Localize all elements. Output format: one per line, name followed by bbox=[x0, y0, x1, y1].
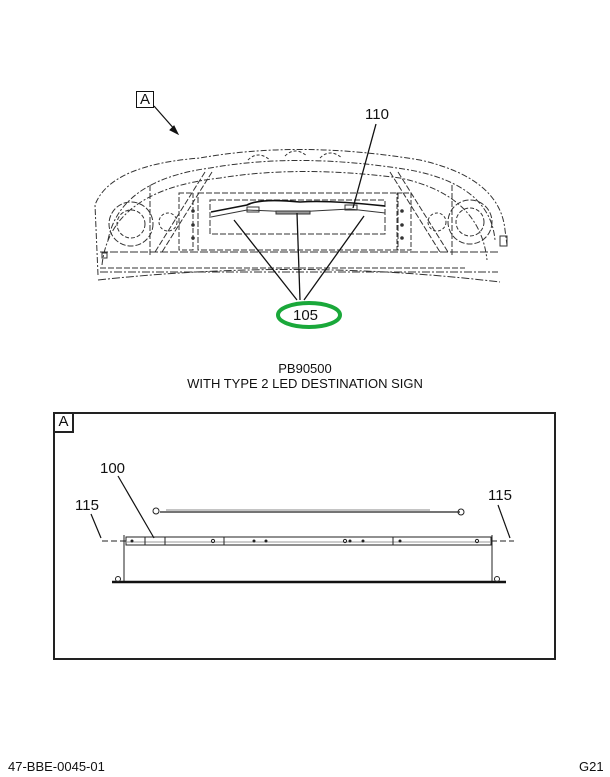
callout-115-left[interactable]: 115 bbox=[75, 497, 99, 514]
view-label-main: A bbox=[136, 91, 154, 108]
page-number: G21 bbox=[579, 759, 604, 774]
document-id: 47-BBE-0045-01 bbox=[8, 759, 105, 774]
callout-115-right[interactable]: 115 bbox=[488, 487, 512, 504]
detail-view-frame bbox=[53, 412, 556, 660]
caption-description: WITH TYPE 2 LED DESTINATION SIGN bbox=[187, 376, 423, 391]
caption-model: PB90500 bbox=[278, 361, 332, 376]
callout-110: 110 bbox=[365, 106, 389, 123]
callout-100[interactable]: 100 bbox=[100, 460, 126, 477]
highlight-ring bbox=[276, 301, 342, 329]
callout-105[interactable]: 105 bbox=[293, 307, 319, 324]
view-label-detail: A bbox=[53, 412, 74, 433]
